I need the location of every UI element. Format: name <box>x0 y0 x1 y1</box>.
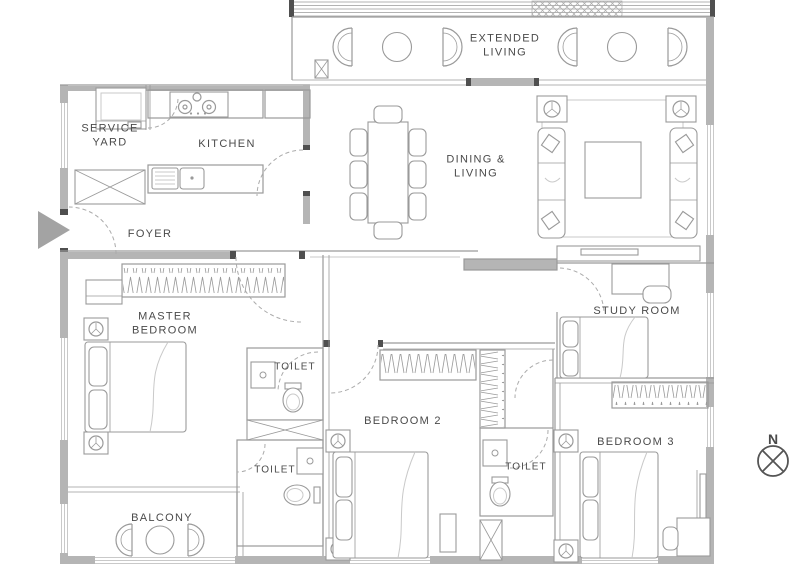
compass-icon <box>757 445 789 477</box>
balcony-furniture <box>115 523 205 557</box>
pillow-icon <box>562 349 579 377</box>
washbasin-icon <box>482 439 508 467</box>
round-table-icon <box>381 31 413 63</box>
tv-console-icon <box>556 245 701 262</box>
toilet-2 <box>236 439 324 547</box>
sink-icon <box>151 167 205 190</box>
shaft-icon <box>74 169 146 205</box>
door-swing-icon <box>256 149 304 197</box>
bedroom2-furniture <box>325 344 477 561</box>
pillow-icon <box>335 456 353 498</box>
lamp-table-icon <box>553 429 579 453</box>
dining-chair-icon <box>349 128 368 157</box>
washbasin-icon <box>250 361 276 389</box>
armchair-icon <box>332 27 353 67</box>
round-table-icon <box>606 31 638 63</box>
dresser-icon <box>85 279 123 305</box>
pillow-icon <box>582 456 599 498</box>
entrance-arrow-icon <box>38 211 70 249</box>
dining-chair-icon <box>349 192 368 221</box>
door-swing-icon <box>277 351 319 393</box>
dining-table-icon <box>367 121 409 224</box>
bench-icon <box>439 513 457 553</box>
chair-icon <box>642 285 672 304</box>
armchair-icon <box>115 523 133 557</box>
hatched-wall-segment <box>531 0 623 17</box>
door-swing-icon <box>147 97 179 129</box>
lamp-table-icon <box>665 95 697 123</box>
armchair-icon <box>667 27 688 67</box>
sofa-icon <box>537 127 566 239</box>
tv-panel-icon <box>696 470 707 524</box>
toilet-master <box>246 347 324 421</box>
master-bedroom-furniture <box>83 256 302 455</box>
coffee-table-icon <box>584 141 642 199</box>
dining-chair-icon <box>408 160 427 189</box>
armchair-icon <box>442 27 463 67</box>
stove-icon <box>169 91 229 118</box>
pillow-icon <box>335 499 353 541</box>
wardrobe-icon <box>611 381 709 409</box>
dining-chair-icon <box>349 160 368 189</box>
washing-machine-icon <box>95 87 147 130</box>
door-swing-icon <box>514 359 554 399</box>
pillow-icon <box>88 346 108 387</box>
lamp-table-icon <box>536 95 568 123</box>
desk-icon <box>662 517 711 557</box>
wc-icon <box>283 484 321 506</box>
washbasin-icon <box>296 447 324 475</box>
door-swing-icon <box>509 429 549 469</box>
bed-icon <box>559 316 649 379</box>
kitchen-counter <box>147 89 264 119</box>
armchair-icon <box>187 523 205 557</box>
pillow-icon <box>562 320 579 348</box>
kitchen-furniture <box>145 85 311 197</box>
bed-icon <box>332 451 429 559</box>
walls <box>60 0 715 564</box>
bed-icon <box>579 451 659 559</box>
door-swing-icon <box>559 267 605 314</box>
lamp-table-icon <box>83 317 109 341</box>
shaft-icon <box>246 419 324 441</box>
dining-chair-icon <box>373 105 403 124</box>
dining-chair-icon <box>373 221 403 240</box>
wardrobe-icon <box>479 349 506 429</box>
lamp-table-icon <box>83 431 109 455</box>
bedroom3-furniture <box>514 359 711 563</box>
door-swing-icon <box>68 206 117 255</box>
pillow-icon <box>88 389 108 430</box>
toilet-3 <box>479 427 554 517</box>
sofa-icon <box>669 127 698 239</box>
door-swing-icon <box>235 256 302 323</box>
living-furniture <box>536 95 701 262</box>
round-table-icon <box>145 525 175 555</box>
dining-chair-icon <box>408 192 427 221</box>
wardrobe-icon <box>121 263 286 298</box>
pillow-icon <box>582 499 599 541</box>
lamp-table-icon <box>553 539 579 563</box>
kitchen-counter <box>147 164 264 194</box>
chair-icon <box>662 526 679 551</box>
wc-icon <box>489 476 511 507</box>
wc-icon <box>282 382 304 413</box>
extended-living-furniture <box>332 27 688 67</box>
shaft-icon <box>479 519 503 561</box>
armchair-icon <box>557 27 578 67</box>
dining-chair-icon <box>408 128 427 157</box>
desk-icon <box>611 263 672 304</box>
study-room-furniture <box>559 263 672 379</box>
column-icon <box>314 59 329 79</box>
dining-set <box>349 105 427 240</box>
service-yard-furniture <box>74 87 147 205</box>
lamp-table-icon <box>325 429 351 453</box>
kitchen-counter <box>264 89 311 119</box>
foyer-area <box>38 206 117 255</box>
door-swing-icon <box>236 443 266 473</box>
bed-icon <box>84 341 187 433</box>
door-swing-icon <box>329 344 379 394</box>
wardrobe-icon <box>379 349 477 381</box>
